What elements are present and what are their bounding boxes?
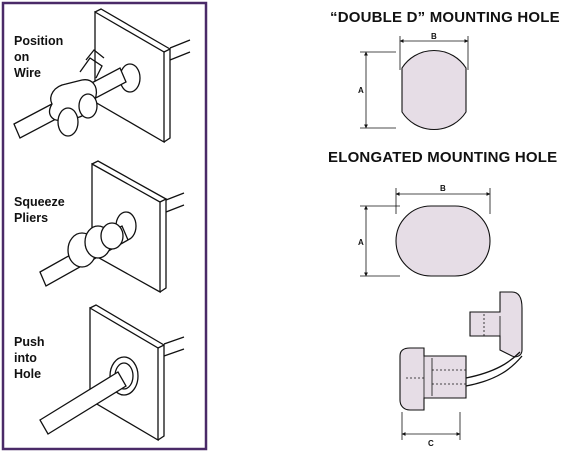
step3-label-line2: into — [14, 351, 37, 365]
elongated-hole-drawing — [360, 188, 491, 277]
panel-border — [1, 1, 208, 451]
double-d-dim-b: B — [431, 32, 437, 41]
installation-steps-panel: Position on Wire Squeeze Pliers — [1, 1, 208, 451]
step2-label-line1: Squeeze — [14, 195, 65, 209]
elongated-dim-b: B — [440, 184, 446, 193]
step2-label-line2: Pliers — [14, 211, 48, 225]
bushing-side-view — [399, 291, 523, 440]
step-position-on-wire: Position on Wire — [13, 8, 191, 144]
step-push-into-hole: Push into Hole — [14, 304, 185, 442]
double-d-dim-a: A — [358, 86, 364, 95]
step1-label-line3: Wire — [14, 66, 41, 80]
elongated-dim-a: A — [358, 238, 364, 247]
step3-label-line3: Hole — [14, 367, 41, 381]
elongated-title: ELONGATED MOUNTING HOLE — [328, 149, 557, 166]
step1-label-line2: on — [14, 50, 29, 64]
step3-label-line1: Push — [14, 335, 45, 349]
bushing-section: C — [399, 291, 523, 448]
step1-illustration — [13, 8, 191, 144]
step3-illustration — [39, 304, 185, 442]
double-d-title: “DOUBLE D” MOUNTING HOLE — [330, 9, 560, 26]
elongated-section: ELONGATED MOUNTING HOLE B A — [328, 149, 557, 277]
step1-label-line1: Position — [14, 34, 63, 48]
step-squeeze-pliers: Squeeze Pliers — [14, 160, 185, 294]
double-d-hole-drawing — [360, 36, 469, 130]
bushing-dim-c: C — [428, 439, 434, 448]
double-d-section: “DOUBLE D” MOUNTING HOLE B A — [330, 9, 560, 130]
step2-illustration — [39, 160, 185, 294]
